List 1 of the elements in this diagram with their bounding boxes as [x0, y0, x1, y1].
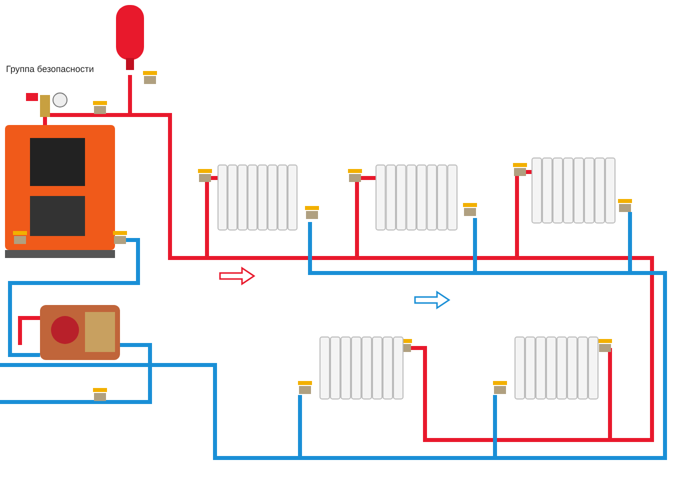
- component-label: Группа безопасности: [6, 64, 94, 74]
